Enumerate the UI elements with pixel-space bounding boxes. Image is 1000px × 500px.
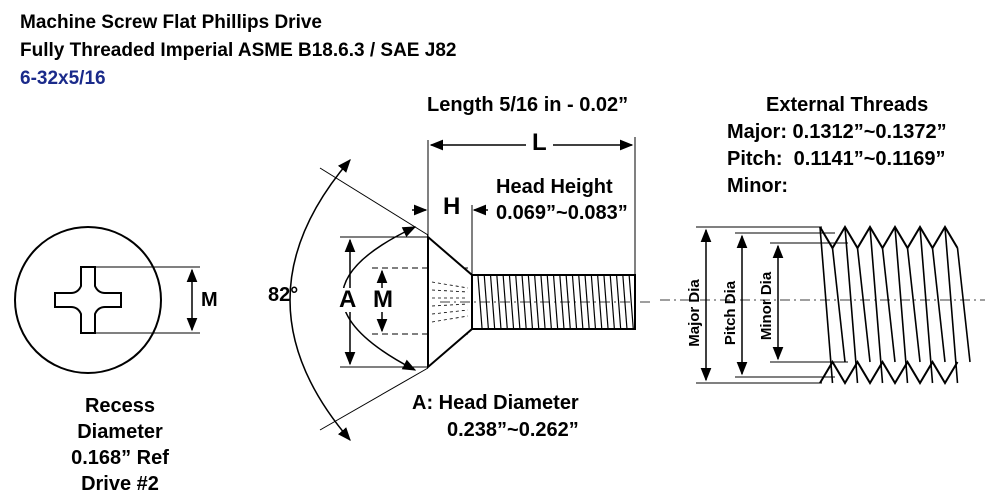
threads-major: Major: 0.1312”~0.1372” (727, 121, 947, 143)
thread-crest-top (819, 225, 959, 250)
thread-root (906, 247, 921, 363)
thread-line (597, 275, 603, 329)
thread-line (527, 275, 533, 329)
recess-line-2: Diameter (77, 421, 163, 443)
thread-flank (894, 226, 909, 384)
thread-line (490, 275, 496, 329)
thread-flank (944, 226, 959, 384)
recess-top-view (14, 226, 200, 374)
thread-line (590, 275, 596, 329)
angle-line-top (319, 167, 429, 236)
recess-line-3: 0.168” Ref (71, 447, 169, 469)
thread-root (856, 247, 871, 363)
threads-pitch: Pitch: 0.1141”~0.1169” (727, 148, 946, 170)
major-dia-label: Major Dia (686, 279, 703, 347)
head-diameter-title: A: Head Diameter (412, 392, 579, 414)
page-subtitle: Fully Threaded Imperial ASME B18.6.3 / S… (20, 40, 457, 61)
a-label: A (337, 286, 359, 313)
thread-root (931, 247, 946, 363)
angle-arc-outer (289, 158, 351, 442)
thread-line (628, 275, 634, 329)
recess-info: Recess Diameter 0.168” Ref Drive #2 (20, 393, 220, 497)
recess-m-label: M (201, 289, 218, 311)
l-label: L (526, 131, 553, 155)
thread-root (831, 247, 846, 363)
recess-line-4: Drive #2 (81, 473, 159, 495)
thread-root (956, 247, 971, 363)
h-label: H (443, 193, 461, 220)
recess-line-1: Recess (84, 395, 156, 417)
thread-line (515, 275, 521, 329)
thread-flank (844, 226, 859, 384)
thread-profile (819, 225, 971, 385)
angle-label: 82° (268, 284, 299, 306)
pitch-dia-label: Pitch Dia (722, 280, 739, 345)
thread-root (881, 247, 896, 363)
head-diameter-value: 0.238”~0.262” (447, 419, 579, 441)
head-height-title: Head Height (496, 176, 613, 198)
phillips-cross-icon (54, 266, 122, 334)
threads-minor: Minor: (727, 175, 789, 197)
recess-hatch (431, 281, 469, 323)
angle-line-bottom (319, 367, 429, 431)
head-height-value: 0.069”~0.083” (496, 202, 628, 224)
head-circle (14, 226, 162, 374)
thread-line (496, 275, 502, 329)
thread-line (508, 275, 515, 329)
thread-flank (919, 226, 934, 384)
thread-flank (869, 226, 884, 384)
m-label: M (371, 286, 395, 313)
thread-line (534, 275, 540, 329)
page-title: Machine Screw Flat Phillips Drive (20, 12, 322, 33)
thread-line (609, 275, 615, 329)
thread-detail: Major Dia Pitch Dia Minor Dia (660, 225, 985, 385)
thread-line (616, 275, 622, 329)
screw-size: 6-32x5/16 (20, 68, 106, 89)
thread-crest-bottom (819, 360, 959, 385)
threads-title: External Threads (766, 94, 929, 116)
thread-flank (819, 226, 834, 384)
length-label: Length 5/16 in - 0.02” (427, 94, 629, 116)
minor-dia-label: Minor Dia (758, 271, 775, 340)
